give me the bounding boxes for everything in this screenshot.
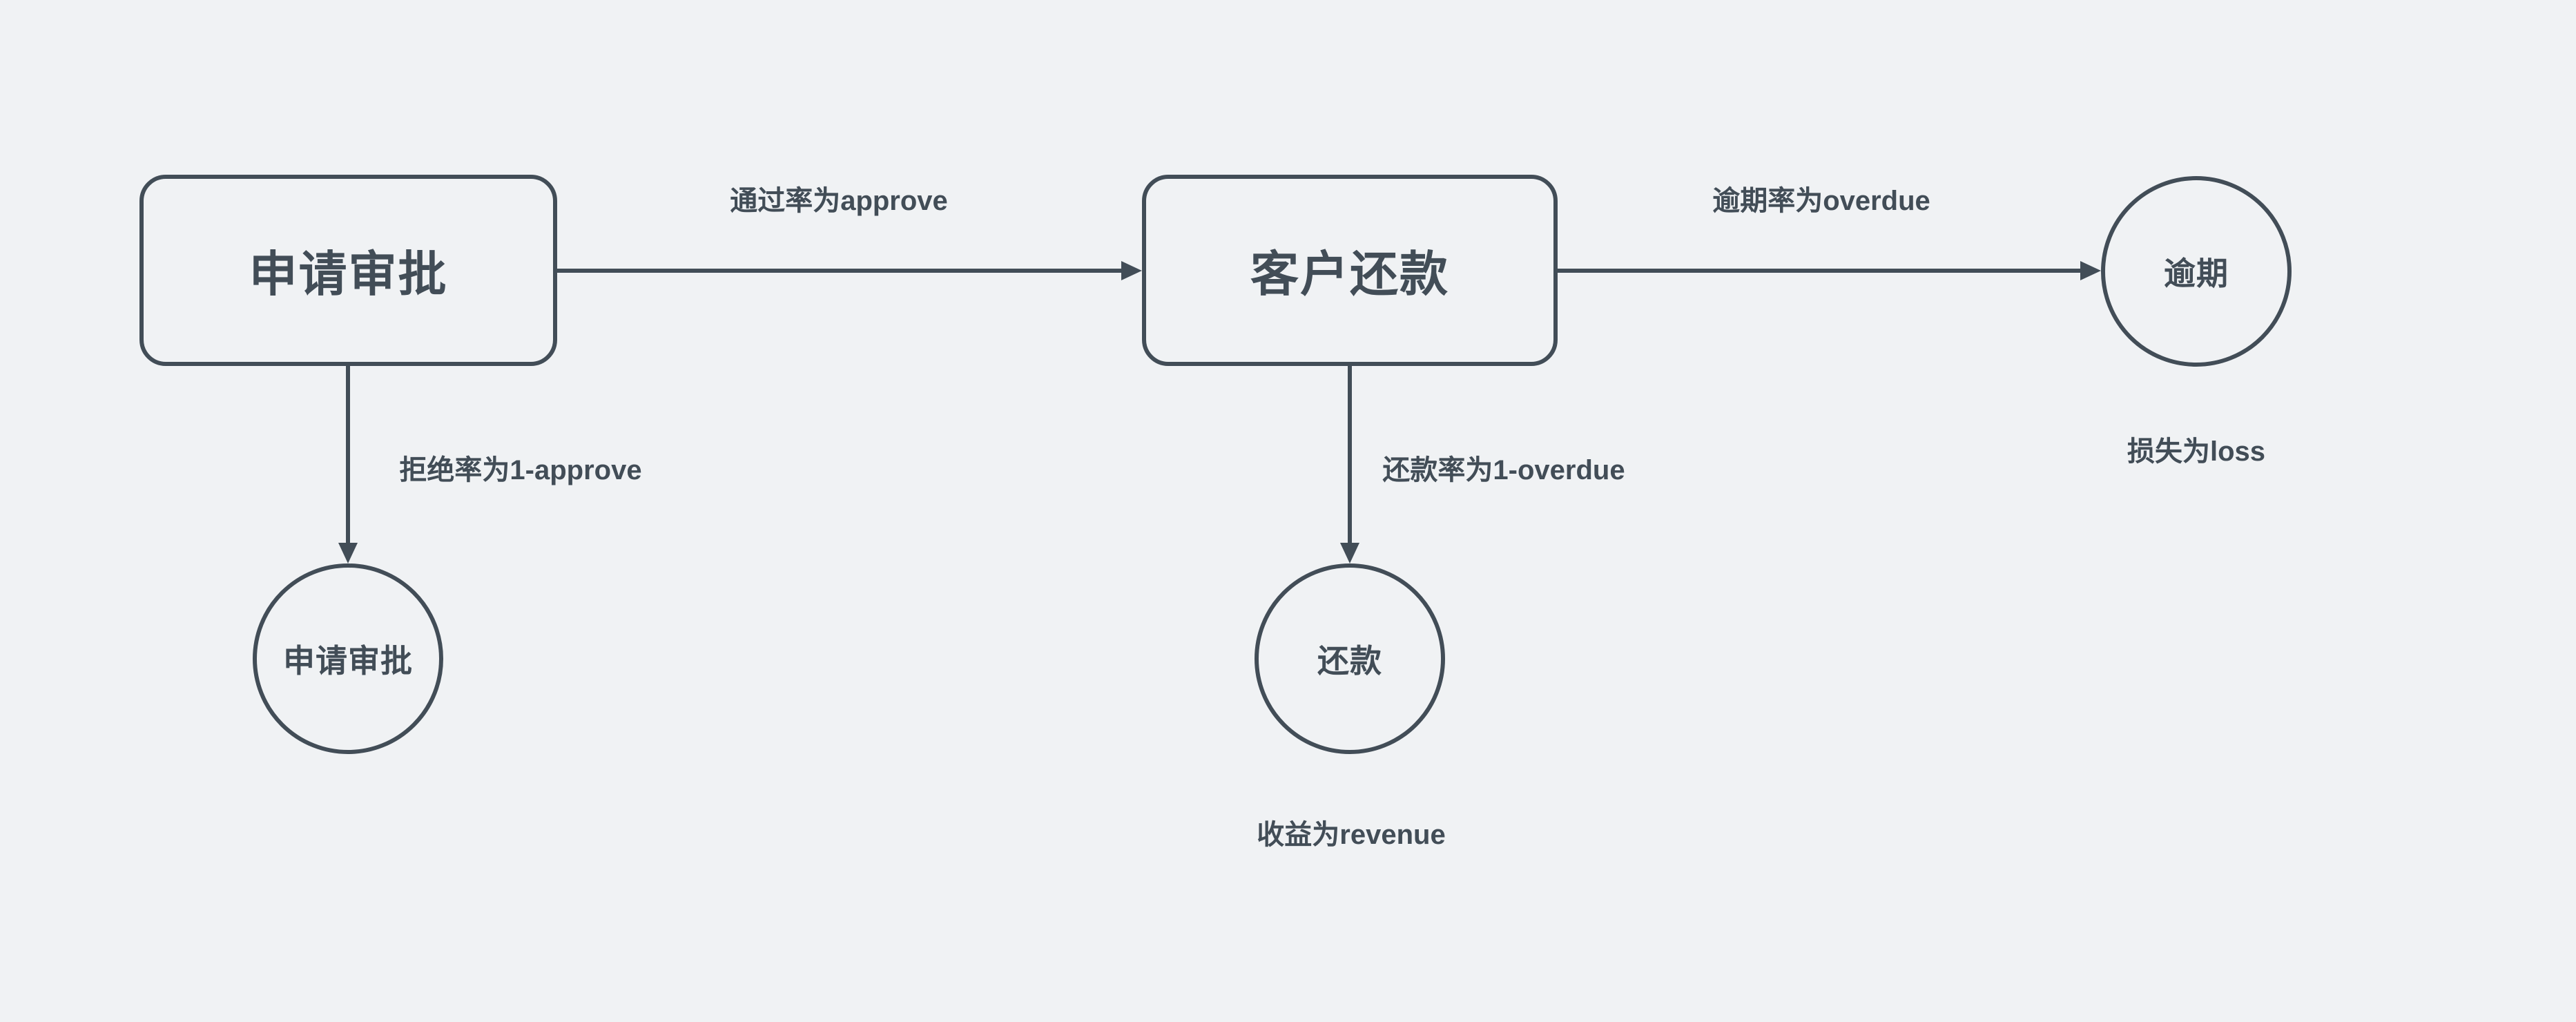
terminal-node-overdue[interactable]: 逾期: [2101, 176, 2292, 367]
caption-loss: 损失为loss: [2127, 436, 2266, 467]
process-node-customer-repayment-label: 客户还款: [1250, 247, 1449, 301]
terminal-node-overdue-label: 逾期: [2164, 256, 2229, 291]
terminal-node-apply-approval-label: 申请审批: [283, 643, 413, 679]
edge-label-approve-rate: 通过率为approve: [730, 186, 948, 216]
arrow-overdue-line: [1558, 269, 2080, 273]
arrow-approve-line: [557, 269, 1124, 273]
process-node-apply-approval[interactable]: 申请审批: [139, 175, 557, 366]
edge-label-overdue-rate: 逾期率为overdue: [1712, 186, 1930, 216]
edge-label-repayment-rate: 还款率为1-overdue: [1382, 455, 1625, 485]
terminal-node-repayment[interactable]: 还款: [1255, 563, 1445, 754]
arrow-reject-line: [346, 366, 350, 544]
terminal-node-apply-approval[interactable]: 申请审批: [253, 563, 443, 754]
arrow-repayment-head-icon: [1340, 543, 1359, 563]
arrow-reject-head-icon: [338, 543, 358, 563]
process-node-apply-approval-label: 申请审批: [249, 247, 448, 301]
arrow-approve-head-icon: [1121, 261, 1142, 280]
caption-revenue: 收益为revenue: [1257, 820, 1446, 850]
edge-label-reject-rate: 拒绝率为1-approve: [399, 455, 642, 485]
terminal-node-repayment-label: 还款: [1317, 643, 1382, 679]
arrow-repayment-line: [1348, 366, 1352, 544]
process-node-customer-repayment[interactable]: 客户还款: [1142, 175, 1558, 366]
arrow-overdue-head-icon: [2080, 261, 2101, 280]
